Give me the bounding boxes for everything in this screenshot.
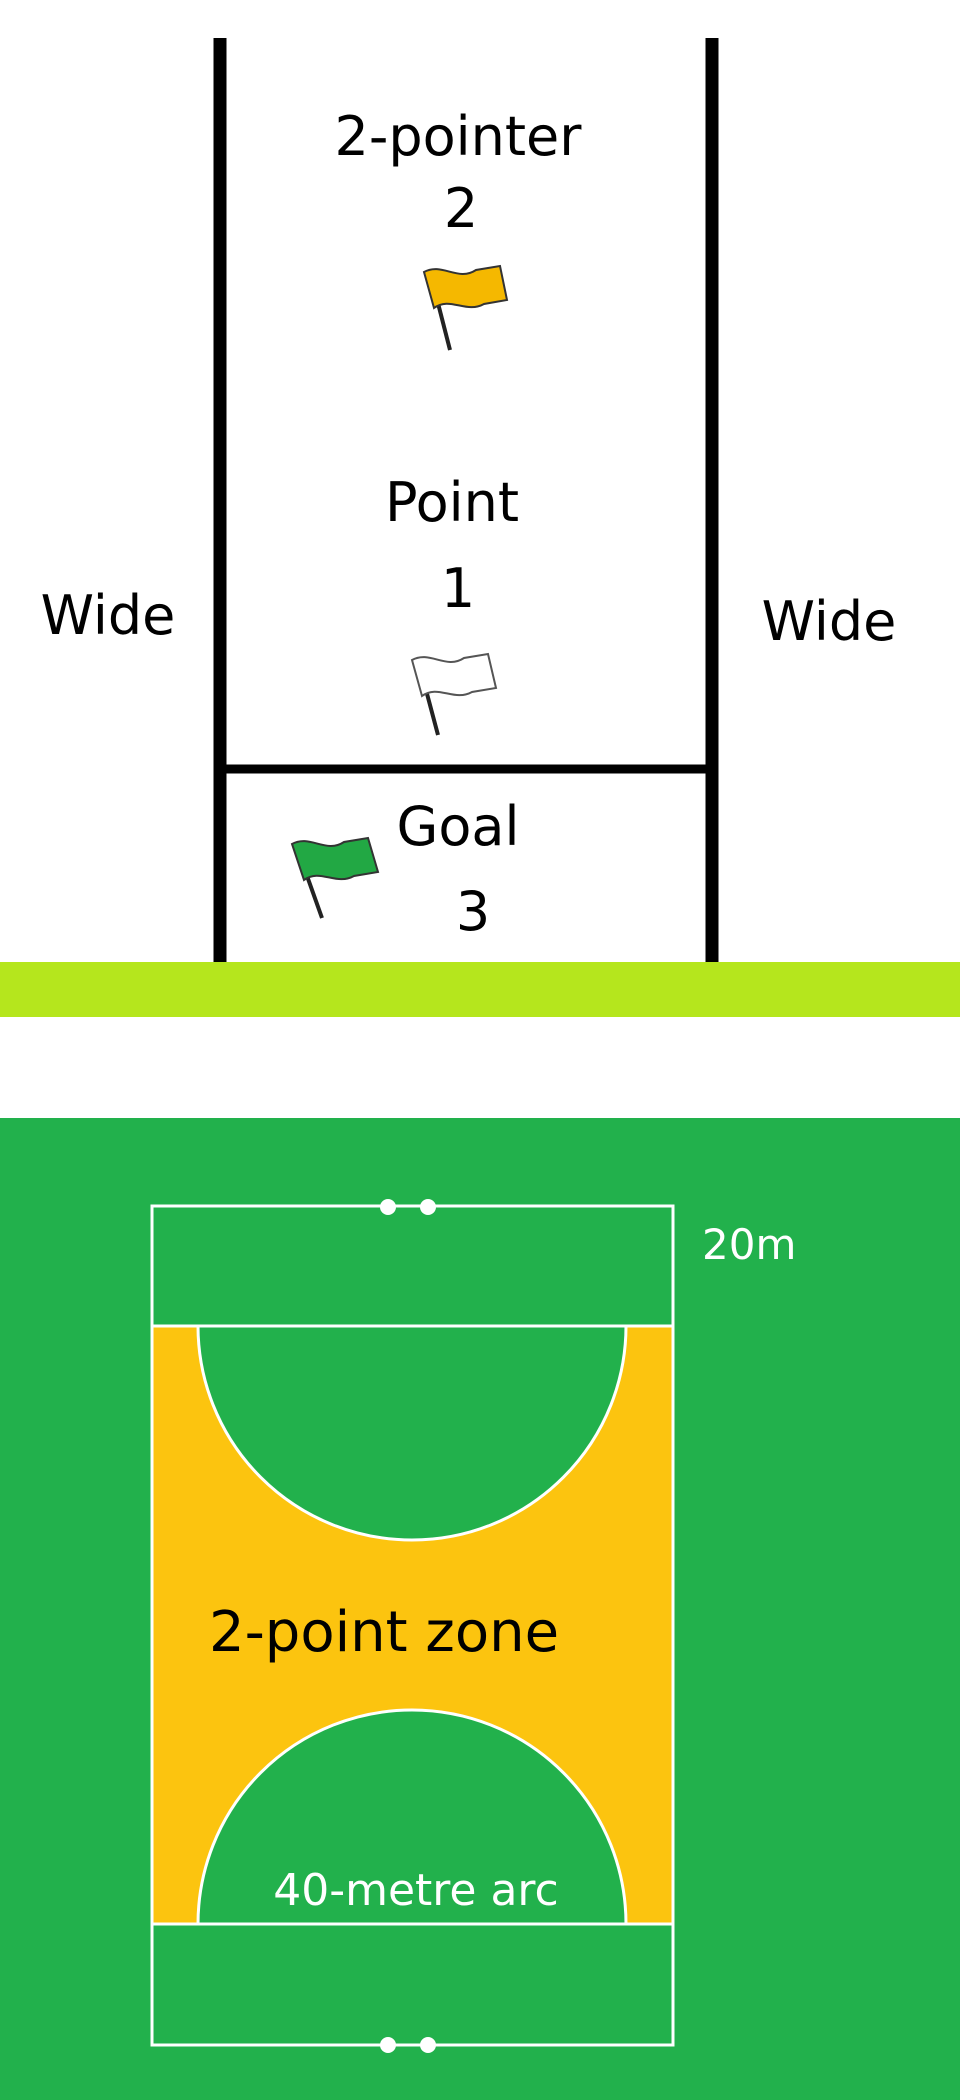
- two-point-zone-label: 2-point zone: [209, 1600, 559, 1665]
- goalposts-diagram: 2-pointer 2 Point 1 Goal 3 Wide Wide: [0, 38, 960, 1017]
- goal-value: 3: [456, 880, 490, 943]
- top-goalpost-right: [420, 1199, 436, 1215]
- wide-right-label: Wide: [762, 590, 897, 653]
- forty-metre-arc-label: 40-metre arc: [273, 1865, 559, 1916]
- white-flag-icon: [410, 652, 498, 736]
- point-label: Point: [385, 471, 519, 534]
- yellow-flag-icon: [422, 264, 509, 351]
- point-value: 1: [441, 557, 475, 620]
- goal-label: Goal: [397, 795, 520, 858]
- pitch-boundary: [150, 1204, 675, 2047]
- wide-left-label: Wide: [41, 584, 176, 647]
- green-flag-icon: [290, 836, 380, 919]
- bottom-40-metre-arc: [196, 1708, 628, 1926]
- bottom-goalpost-left: [380, 2037, 396, 2053]
- pitch-diagram: 20m 2-point zone 40-metre arc: [0, 1118, 960, 2100]
- twenty-metre-label: 20m: [702, 1220, 796, 1269]
- two-pointer-value: 2: [444, 177, 478, 240]
- bottom-goalpost-right: [420, 2037, 436, 2053]
- two-pointer-label: 2-pointer: [335, 105, 583, 168]
- ground-strip: [0, 962, 960, 1017]
- top-40-metre-arc: [196, 1324, 628, 1542]
- top-goalpost-left: [380, 1199, 396, 1215]
